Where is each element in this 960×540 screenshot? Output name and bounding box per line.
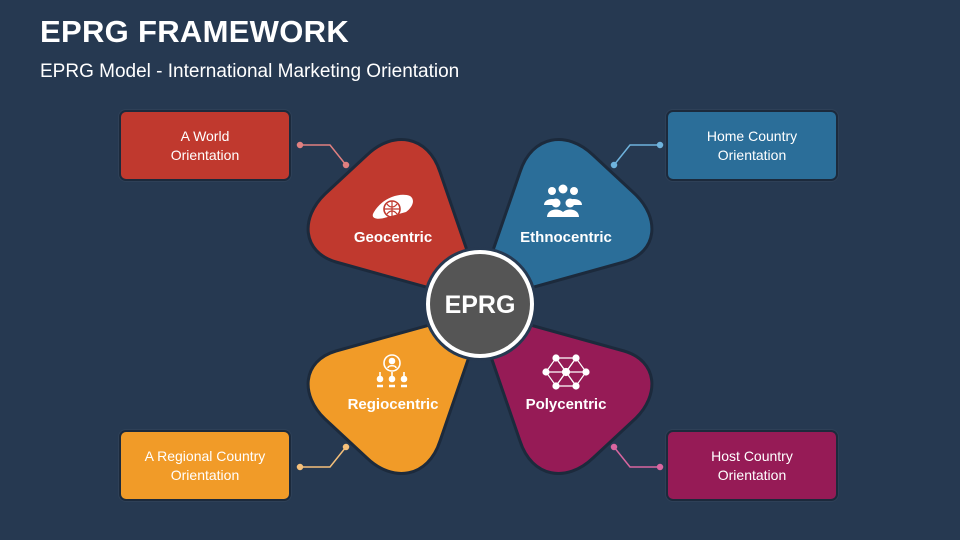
page-subtitle: EPRG Model - International Marketing Ori… <box>40 61 460 82</box>
description-box-ethnocentric: Home Country Orientation <box>666 110 838 181</box>
connector-geocentric <box>296 141 350 169</box>
petal-label-regiocentric: Regiocentric <box>348 396 439 413</box>
petal-label-geocentric: Geocentric <box>354 229 432 246</box>
petal-label-polycentric: Polycentric <box>526 396 607 413</box>
page-title: EPRG FRAMEWORK <box>40 14 350 49</box>
group-people-icon <box>544 184 582 217</box>
petal-geocentric: Geocentric <box>306 138 473 299</box>
connector-ethnocentric <box>610 141 664 169</box>
description-text-geocentric: A World Orientation <box>170 127 240 163</box>
center-label: EPRG <box>445 291 516 319</box>
petal-ethnocentric: Ethnocentric <box>487 138 654 299</box>
globe-hand-icon <box>372 194 413 219</box>
petal-polycentric: Polycentric <box>487 314 654 475</box>
petal-label-ethnocentric: Ethnocentric <box>520 229 612 246</box>
description-box-geocentric: A World Orientation <box>119 110 291 181</box>
description-text-polycentric: Host Country Orientation <box>711 447 793 483</box>
petal-regiocentric: Regiocentric <box>306 314 473 475</box>
connector-polycentric <box>610 443 664 471</box>
center-node: EPRG <box>423 247 537 361</box>
description-text-regiocentric: A Regional Country Orientation <box>144 447 266 483</box>
description-text-ethnocentric: Home Country Orientation <box>706 127 798 163</box>
description-box-polycentric: Host Country Orientation <box>666 430 838 501</box>
description-box-regiocentric: A Regional Country Orientation <box>119 430 291 501</box>
regional-network-icon <box>376 354 408 388</box>
connector-regiocentric <box>296 443 350 471</box>
network-nodes-icon <box>542 354 590 390</box>
